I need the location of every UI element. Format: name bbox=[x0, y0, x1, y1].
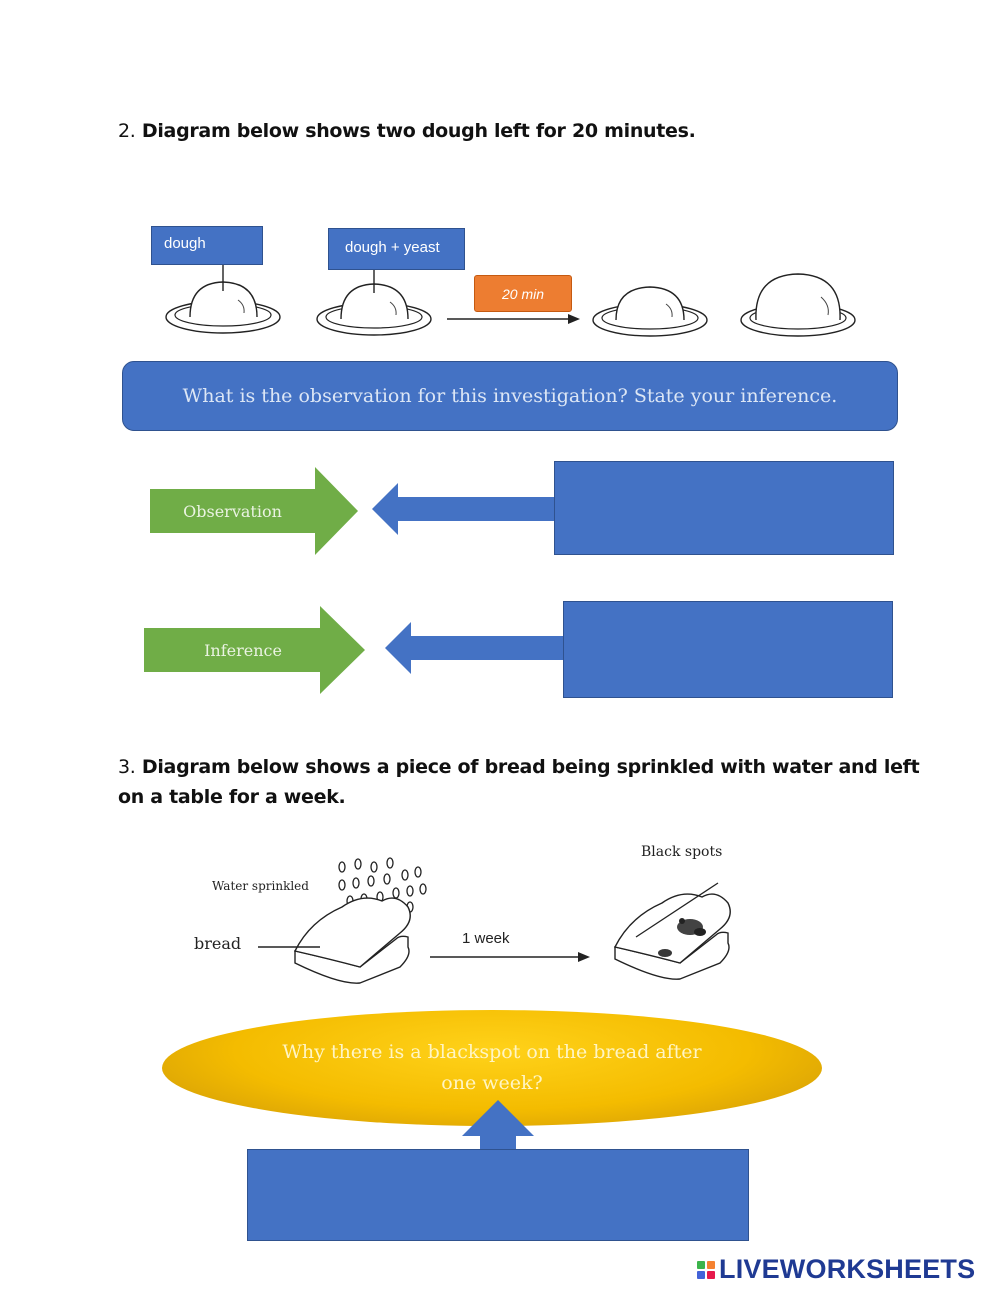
dough-yeast-label: dough + yeast bbox=[328, 228, 465, 270]
liveworksheets-badge-icon bbox=[697, 1260, 715, 1279]
question-2-banner: What is the observation for this investi… bbox=[122, 361, 898, 431]
bread-label: bread bbox=[194, 934, 242, 953]
plate-dough bbox=[165, 281, 281, 334]
question-2-number: 2. bbox=[118, 120, 136, 142]
one-week-label: 1 week bbox=[462, 930, 510, 947]
answer-up-arrow bbox=[462, 1100, 534, 1152]
liveworksheets-logo: LIVEWORKSHEETS bbox=[697, 1254, 975, 1285]
observation-label: Observation bbox=[183, 501, 282, 521]
bread-slice-moldy bbox=[613, 893, 731, 980]
question-3-title: 3. Diagram below shows a piece of bread … bbox=[118, 752, 938, 812]
question-3-prompt-line-2: one week? bbox=[441, 1072, 543, 1094]
question-2-title: 2. Diagram below shows two dough left fo… bbox=[118, 116, 918, 146]
black-spots bbox=[658, 918, 706, 957]
dough-diagram bbox=[165, 264, 856, 337]
question-3-prompt: Why there is a blackspot on the bread af… bbox=[282, 1037, 701, 1099]
question-3-line-1: 3. Diagram below shows a piece of bread … bbox=[118, 752, 938, 782]
inference-answer-box[interactable] bbox=[563, 601, 893, 698]
plate-dough-yeast bbox=[316, 283, 432, 336]
time-20min-label: 20 min bbox=[474, 275, 572, 312]
blackspot-answer-box[interactable] bbox=[247, 1149, 749, 1241]
inference-pointer-arrow bbox=[385, 622, 567, 674]
black-spots-label: Black spots bbox=[641, 844, 723, 860]
bread-diagram bbox=[258, 857, 731, 984]
observation-arrow bbox=[150, 467, 358, 555]
dough-label: dough bbox=[151, 226, 263, 265]
inference-label: Inference bbox=[204, 640, 282, 660]
question-3-number: 3. bbox=[118, 756, 136, 778]
question-2-text: Diagram below shows two dough left for 2… bbox=[141, 120, 696, 142]
inference-arrow bbox=[144, 606, 365, 694]
question-3-text-line-2: on a table for a week. bbox=[118, 786, 346, 808]
plate-dough-yeast-after bbox=[740, 273, 856, 337]
question-3-prompt-line-1: Why there is a blackspot on the bread af… bbox=[282, 1041, 702, 1063]
question-3-text-line-1: Diagram below shows a piece of bread bei… bbox=[141, 756, 920, 778]
observation-pointer-arrow bbox=[372, 483, 558, 535]
question-3-ellipse: Why there is a blackspot on the bread af… bbox=[162, 1010, 822, 1126]
bread-slice bbox=[293, 897, 411, 984]
liveworksheets-logo-text: LIVEWORKSHEETS bbox=[719, 1254, 976, 1284]
plate-dough-after bbox=[592, 286, 708, 337]
water-sprinkled-label: Water sprinkled bbox=[212, 879, 309, 893]
observation-answer-box[interactable] bbox=[554, 461, 894, 555]
